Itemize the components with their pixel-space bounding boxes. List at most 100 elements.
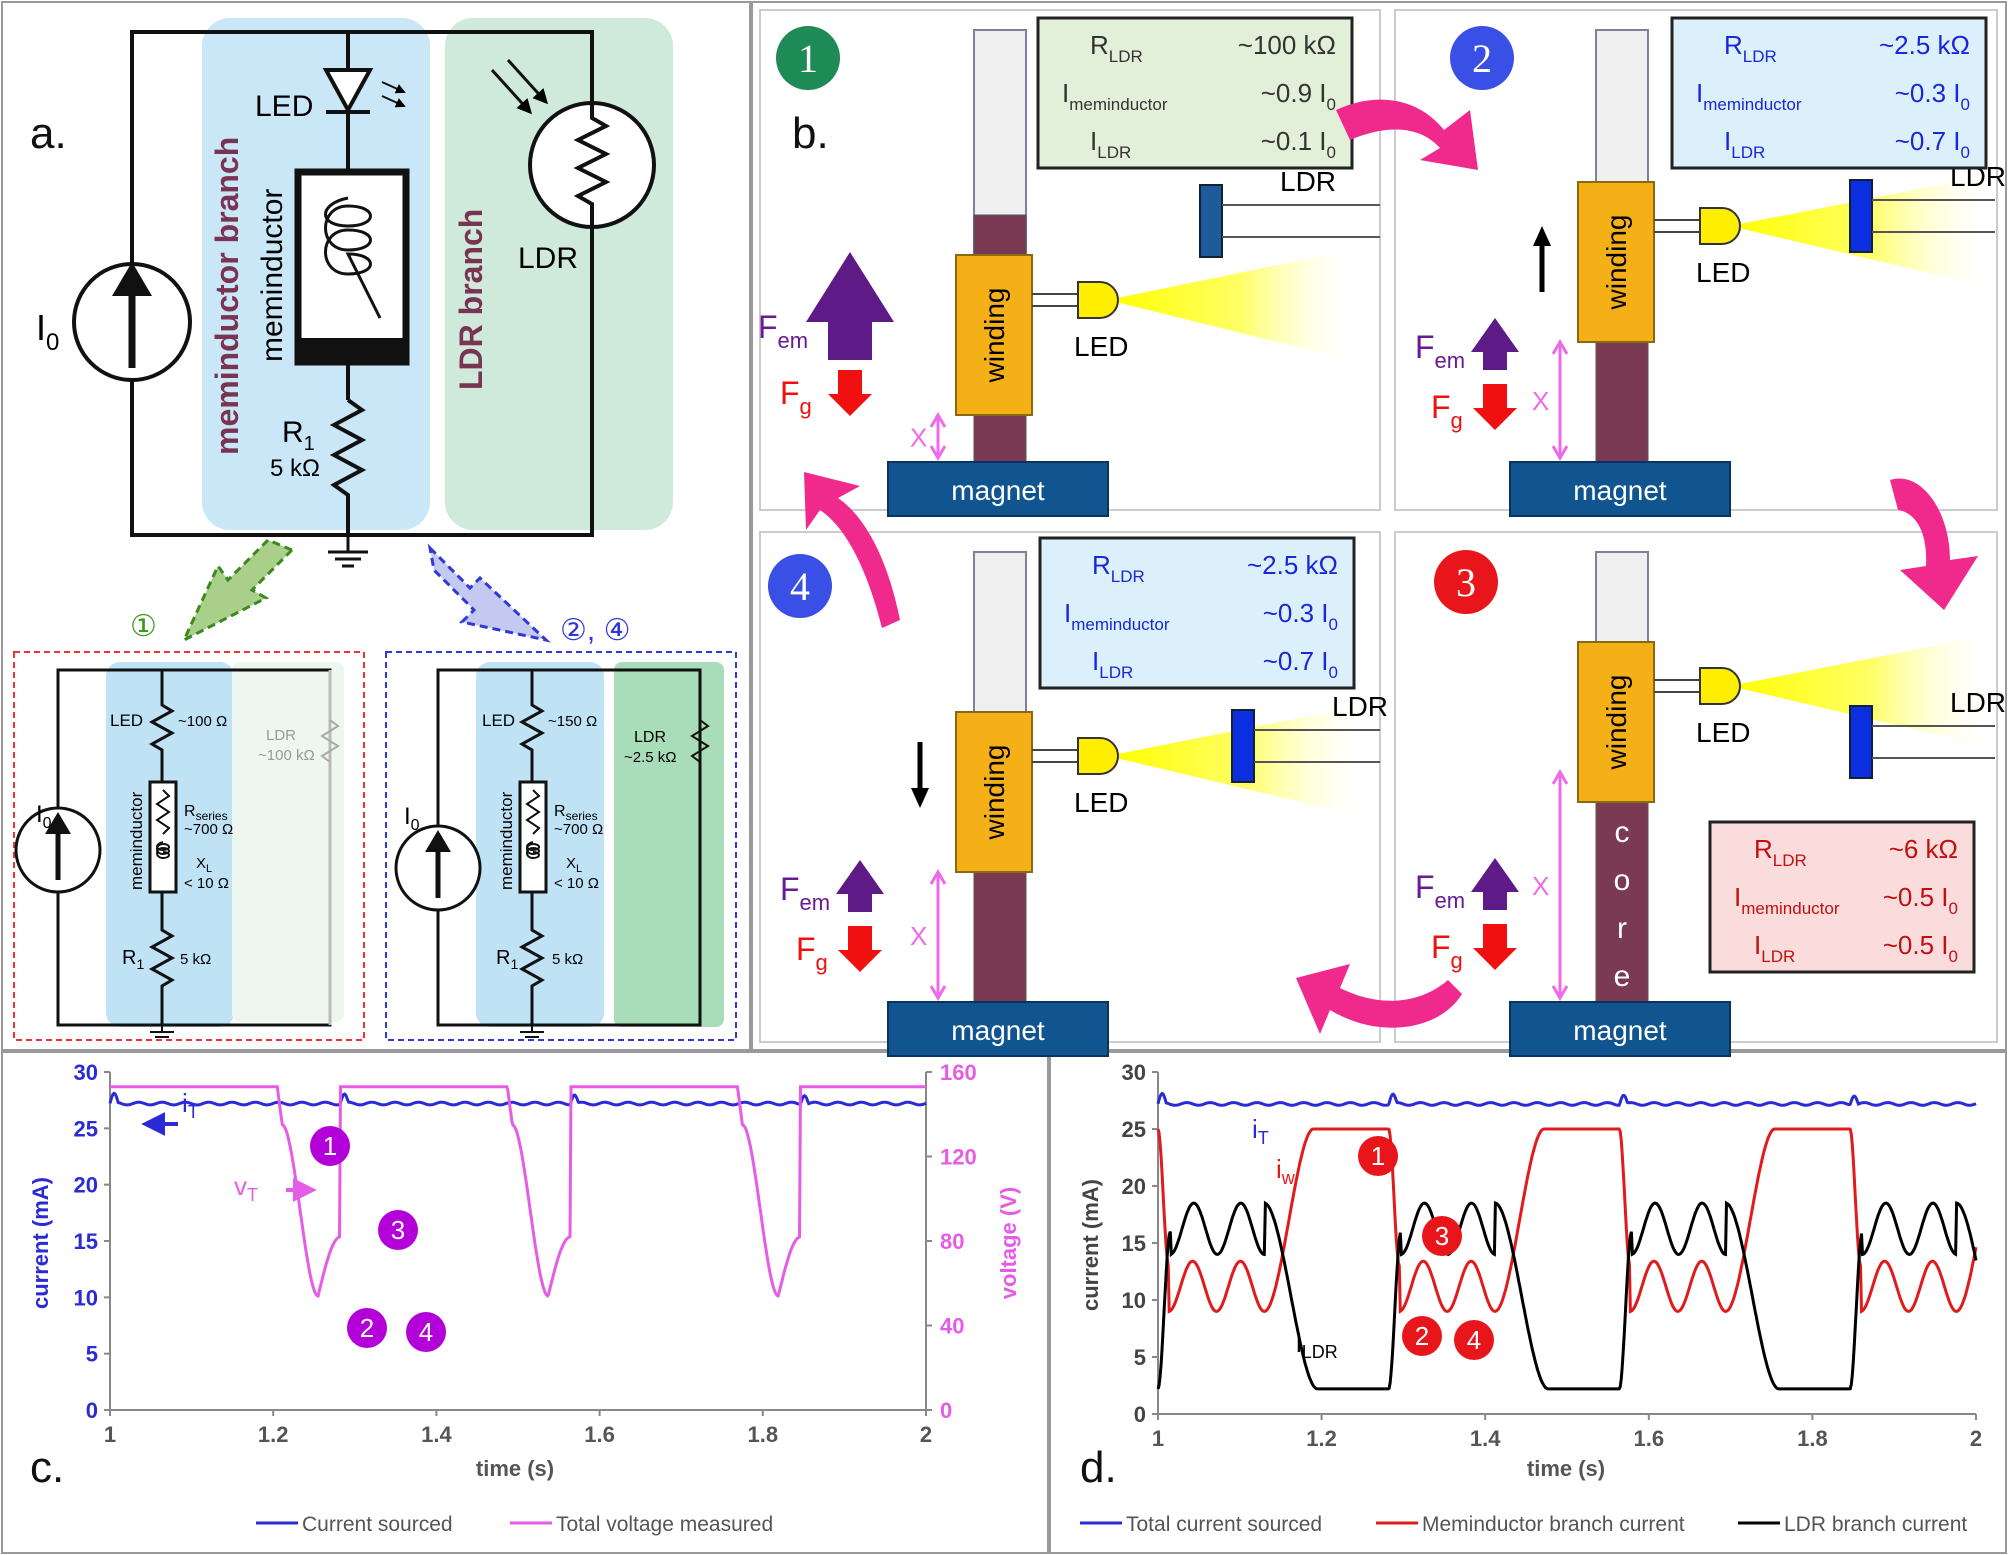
svg-text:~100 Ω: ~100 Ω [178,713,227,730]
led-icon [1077,737,1119,775]
info-row-label: RLDR [1724,30,1777,66]
state1-tag: ① [130,610,157,643]
state-number: 3 [1456,560,1476,605]
y-right-tick-label: 80 [940,1229,964,1254]
info-row-value: ~0.1 I0 [1261,126,1336,162]
info-row-label: ILDR [1090,126,1131,162]
legend-meminductor-current: Meminductor branch current [1422,1513,1685,1536]
state-number: 4 [790,564,810,609]
state-2-badge [1450,26,1514,90]
info-row-label: RLDR [1754,834,1807,870]
y-tick-label: 20 [74,1173,98,1198]
panel-b-letter: b. [792,109,829,158]
y-right-tick-label: 40 [940,1314,964,1339]
r1-resistor-icon [329,398,367,535]
led-diode-icon [322,68,374,115]
info-row-label: ILDR [1724,126,1765,162]
info-row-value: ~0.7 I0 [1895,126,1970,162]
info-row-label: Imeminductor [1062,78,1168,114]
x-tick-label: 1 [1152,1426,1164,1451]
x-tick-label: 1.4 [1470,1426,1501,1451]
state-3-badge [1434,550,1498,614]
series-ldr-branch-current [1156,1200,1978,1391]
info-row-value: ~0.5 I0 [1883,930,1958,966]
chart-c-marker-label: 1 [323,1131,337,1161]
r1-label: R1 [282,416,315,455]
svg-text:XL: XL [196,855,212,875]
state-1-info-box [1036,16,1354,170]
core-letter: e [1614,960,1631,993]
chart-c-legend: Current sourced Total voltage measured [256,1513,773,1536]
chart-d-ildr-label: iLDR [1296,1328,1338,1362]
fem-label: Fem [1415,329,1465,373]
y-tick-label: 15 [74,1229,98,1254]
chart-c-ylabel-left: current (mA) [28,1177,53,1309]
chart-c-marker-label: 4 [419,1317,433,1347]
cycle-arrow-2 [1890,478,1978,610]
svg-text:XL: XL [566,855,582,875]
chart-c-ylabel-right: voltage (V) [996,1187,1021,1299]
state-number: 2 [1472,36,1492,81]
y-tick-label: 15 [1122,1231,1146,1256]
magnet-label: magnet [1573,1015,1667,1046]
panel-d-letter: d. [1080,1443,1117,1492]
legend-current-sourced: Current sourced [302,1513,453,1536]
x-tick-label: 1.6 [584,1422,615,1447]
source-label: I0 [36,307,59,356]
info-row-value: ~100 kΩ [1238,30,1336,60]
chart-d-marker-label: 3 [1435,1221,1449,1251]
state1-pointer-arrow [180,538,295,644]
chart-c-marker [310,1126,350,1166]
panel-a: a. I0 LED meminductor R1 5 kΩ meminducto… [13,18,737,1041]
x-tick-label: 1.8 [1797,1426,1828,1451]
svg-text:LDR: LDR [634,729,666,746]
legend-ldr-current: LDR branch current [1784,1513,1967,1536]
fg-label: Fg [780,375,812,419]
chart-d-marker-label: 4 [1467,1325,1481,1355]
chart-d-marker [1402,1316,1442,1356]
info-row-label: RLDR [1092,550,1145,586]
chart-d-iT-label: iT [1252,1114,1269,1148]
svg-text:R1: R1 [496,947,518,972]
x-tick-label: 1.6 [1634,1426,1665,1451]
state-number: 1 [798,36,818,81]
ldr-label: LDR [1332,691,1388,722]
svg-text:I0: I0 [36,801,52,832]
magnet-block [1509,1001,1731,1057]
series-total-voltage-measured [110,1085,926,1299]
fem-label: Fem [758,309,808,353]
svg-text:LDR: LDR [266,727,296,744]
gravity-force-arrow-icon [828,370,872,416]
info-row-value: ~6 kΩ [1889,834,1958,864]
svg-text:~700 Ω: ~700 Ω [554,821,603,838]
core-letter: o [1614,864,1631,897]
core-letter: r [1617,912,1627,945]
panel-a-letter: a. [30,109,67,158]
meminductor-label: meminductor [256,189,289,362]
svg-text:Rseries: Rseries [184,803,228,823]
y-tick-label: 25 [1122,1117,1146,1142]
gap-x-label: X [910,921,927,951]
led-label: LED [255,90,313,123]
fem-label: Fem [780,871,830,915]
info-row-value: ~0.5 I0 [1883,882,1958,918]
em-force-arrow-icon [806,252,894,360]
led-label: LED [1696,257,1750,288]
svg-text:I0: I0 [404,803,420,834]
info-row-value: ~0.3 I0 [1263,598,1338,634]
panel-b-border [751,1,2007,1051]
chart-c-iT-label: iT [182,1088,199,1122]
led-icon [1699,207,1741,245]
x-tick-label: 2 [1970,1426,1982,1451]
led-label: LED [1074,787,1128,818]
svg-text:~700 Ω: ~700 Ω [184,821,233,838]
svg-text:meminductor: meminductor [497,791,516,890]
r1-value: 5 kΩ [270,455,320,482]
winding-block [1577,641,1655,803]
legend-total-voltage: Total voltage measured [556,1513,773,1536]
magnet-block [887,1001,1109,1057]
